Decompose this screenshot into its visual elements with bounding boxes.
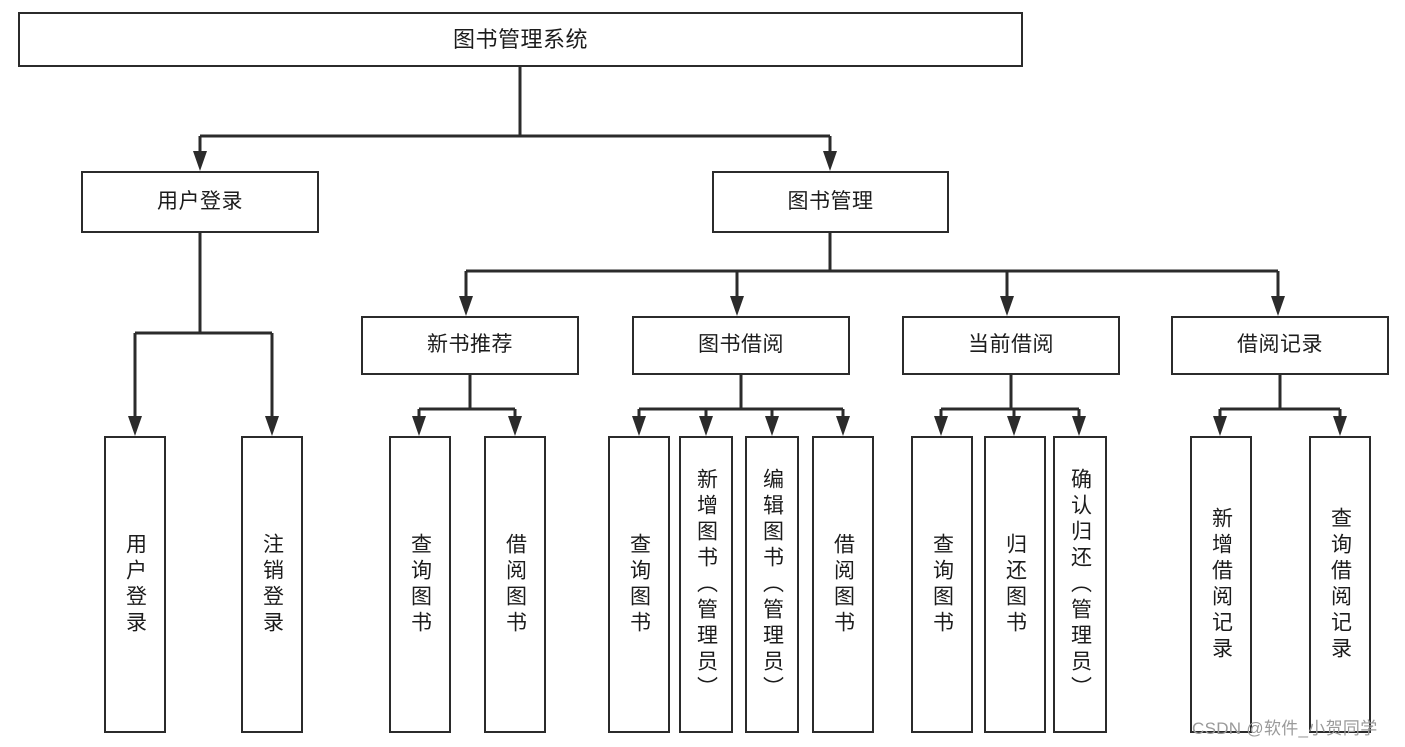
connector-arrowhead [823, 151, 837, 171]
node-label: 编辑图书（管理员） [760, 467, 784, 702]
node-label: 查询图书 [930, 532, 954, 637]
node-leaf-query-book-2[interactable]: 查询图书 [608, 436, 670, 733]
node-label: 注销登录 [260, 532, 284, 637]
node-leaf-query-book-3[interactable]: 查询图书 [911, 436, 973, 733]
node-root[interactable]: 图书管理系统 [18, 12, 1023, 67]
connector-arrowhead [836, 416, 850, 436]
node-book-manage[interactable]: 图书管理 [712, 171, 949, 233]
node-label: 用户登录 [123, 532, 147, 637]
node-leaf-query-record[interactable]: 查询借阅记录 [1309, 436, 1371, 733]
node-label: 查询图书 [408, 532, 432, 637]
connector-arrowhead [934, 416, 948, 436]
connector-arrowhead [193, 151, 207, 171]
node-borrow-record[interactable]: 借阅记录 [1171, 316, 1389, 375]
node-label: 归还图书 [1003, 532, 1027, 637]
connector-arrowhead [1271, 296, 1285, 316]
connector-arrowhead [699, 416, 713, 436]
node-label: 新增借阅记录 [1209, 506, 1233, 663]
node-current-borrow[interactable]: 当前借阅 [902, 316, 1120, 375]
node-label: 新增图书（管理员） [694, 467, 718, 702]
connector-arrowhead [1072, 416, 1086, 436]
connector-arrowhead [1213, 416, 1227, 436]
node-leaf-edit-book[interactable]: 编辑图书（管理员） [745, 436, 799, 733]
node-leaf-add-record[interactable]: 新增借阅记录 [1190, 436, 1252, 733]
node-label: 图书管理 [787, 189, 874, 213]
node-label: 查询借阅记录 [1328, 506, 1352, 663]
connector-arrowhead [459, 296, 473, 316]
node-leaf-return-book[interactable]: 归还图书 [984, 436, 1046, 733]
connector-arrowhead [632, 416, 646, 436]
node-new-book-rec[interactable]: 新书推荐 [361, 316, 579, 375]
csdn-watermark: CSDN @软件_小贺同学 [1192, 719, 1378, 738]
node-leaf-add-book[interactable]: 新增图书（管理员） [679, 436, 733, 733]
node-label: 借阅图书 [503, 532, 527, 637]
node-label: 图书借阅 [698, 333, 784, 357]
node-label: 查询图书 [627, 532, 651, 637]
node-label: 确认归还（管理员） [1068, 467, 1092, 702]
connector-arrowhead [128, 416, 142, 436]
connector-arrowhead [265, 416, 279, 436]
connector-arrowhead [1333, 416, 1347, 436]
connector-arrowhead [765, 416, 779, 436]
node-label: 新书推荐 [427, 333, 513, 357]
node-label: 图书管理系统 [452, 26, 588, 52]
connector-arrowhead [412, 416, 426, 436]
node-leaf-confirm-return[interactable]: 确认归还（管理员） [1053, 436, 1107, 733]
node-user-login[interactable]: 用户登录 [81, 171, 319, 233]
connector-arrowhead [1000, 296, 1014, 316]
node-label: 当前借阅 [968, 333, 1054, 357]
connector-arrowhead [508, 416, 522, 436]
connector-arrowhead [730, 296, 744, 316]
node-leaf-user-login[interactable]: 用户登录 [104, 436, 166, 733]
node-leaf-logout[interactable]: 注销登录 [241, 436, 303, 733]
node-label: 用户登录 [157, 189, 243, 213]
node-leaf-borrow-book-2[interactable]: 借阅图书 [812, 436, 874, 733]
node-leaf-query-book-1[interactable]: 查询图书 [389, 436, 451, 733]
node-leaf-borrow-book-1[interactable]: 借阅图书 [484, 436, 546, 733]
node-label: 借阅图书 [831, 532, 855, 637]
node-label: 借阅记录 [1237, 333, 1323, 357]
connector-arrowhead [1007, 416, 1021, 436]
node-book-borrow[interactable]: 图书借阅 [632, 316, 850, 375]
